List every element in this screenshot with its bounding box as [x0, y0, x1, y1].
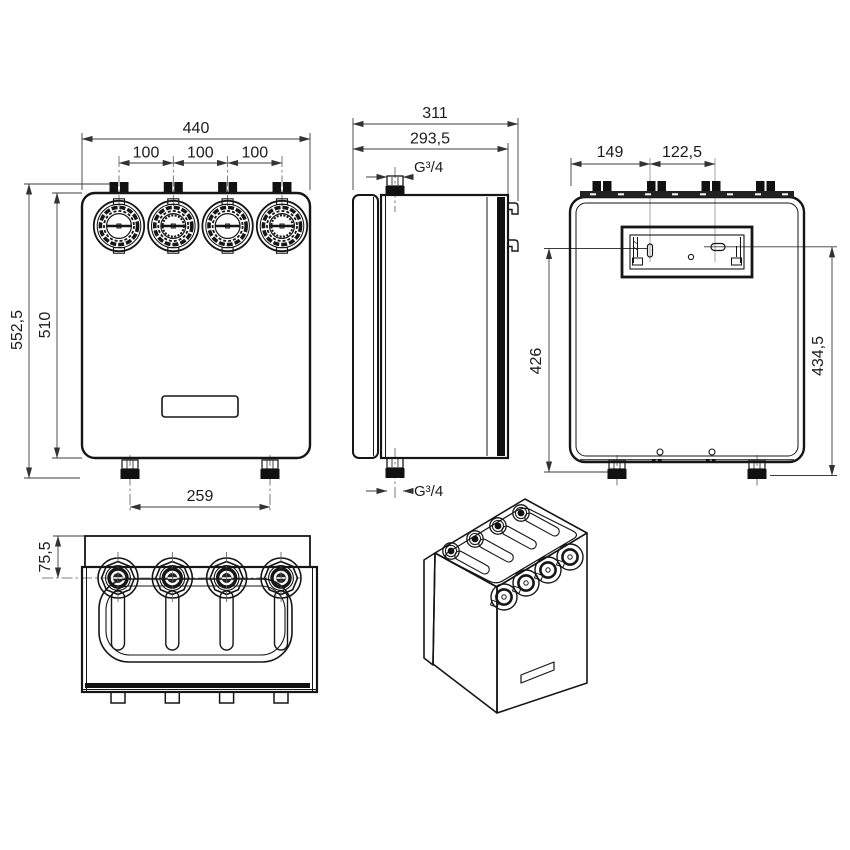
iso-top-ports [442, 504, 560, 575]
front-body [80, 191, 312, 460]
dim-port-spacing-2: 100 [187, 145, 214, 162]
dim-bottom-port-spacing: 259 [187, 488, 214, 505]
bracket-clip-left [632, 237, 643, 266]
dim-back-height-left: 426 [528, 348, 545, 375]
dim-front-body-height: 510 [37, 312, 54, 339]
back-body [568, 195, 806, 464]
side-front-panel [352, 194, 379, 459]
bracket-slot-vertical [646, 243, 654, 258]
dim-bracket-offset-right: 122,5 [662, 144, 702, 161]
top-ports [96, 552, 303, 604]
front-top-connections [109, 182, 292, 192]
side-top-fitting [385, 175, 405, 196]
iso-front-dials [489, 542, 585, 612]
valve-dial-4 [254, 197, 310, 255]
iso-nameplate [520, 661, 555, 684]
valve-dial-1 [92, 197, 146, 255]
front-view: 440 100 100 100 552,5 510 259 [9, 120, 312, 512]
dim-back-height-right: 434,5 [810, 336, 827, 376]
dim-bracket-offset-left: 149 [597, 144, 624, 161]
dim-port-spacing-3: 100 [241, 145, 268, 162]
side-body [379, 193, 510, 460]
top-view-dimension-lines [42, 535, 300, 579]
iso-top-face [434, 498, 588, 588]
bracket-hole [687, 253, 695, 261]
dim-top-port-depth: 75,5 [37, 541, 54, 572]
dim-front-total-height: 552,5 [9, 310, 26, 350]
side-view-dimension-lines [352, 118, 519, 498]
back-body-inner [575, 202, 799, 457]
side-view: 311 293,5 G³/4 G³/4 [352, 105, 519, 500]
back-view: 149 122,5 426 434,5 [528, 144, 837, 486]
manifold-slots [110, 590, 289, 651]
dim-side-total-depth: 311 [422, 105, 448, 122]
bracket-slot-horizontal [710, 242, 726, 252]
back-top-rail [580, 191, 794, 198]
dim-front-total-width: 440 [183, 120, 210, 137]
top-front-body [80, 565, 319, 694]
front-bottom-ports [119, 459, 281, 480]
valve-dial-3 [200, 197, 255, 255]
side-mounting-rail [497, 197, 505, 456]
valve-dial-2 [146, 197, 201, 255]
back-view-dimension-lines [544, 158, 837, 486]
dim-port-spacing-1: 100 [133, 145, 160, 162]
thread-label-top: G³/4 [414, 159, 443, 176]
wall-hooks [507, 202, 519, 252]
back-top-connections [592, 181, 775, 191]
top-view: 75,5 [37, 535, 319, 704]
side-bottom-fitting [385, 457, 405, 478]
valve-dials [92, 197, 310, 255]
bracket-clip-right [731, 237, 742, 266]
iso-left-face [432, 552, 498, 714]
iso-top-channel [444, 507, 578, 584]
nameplate [161, 395, 239, 418]
isometric-view [423, 498, 588, 714]
manifold-channel [98, 578, 293, 663]
thread-label-bottom: G³/4 [414, 483, 443, 500]
mounting-bracket [620, 225, 754, 279]
dim-side-body-depth: 293,5 [410, 131, 450, 148]
top-bottom-edge [82, 683, 317, 704]
front-view-dimension-lines [24, 133, 311, 512]
